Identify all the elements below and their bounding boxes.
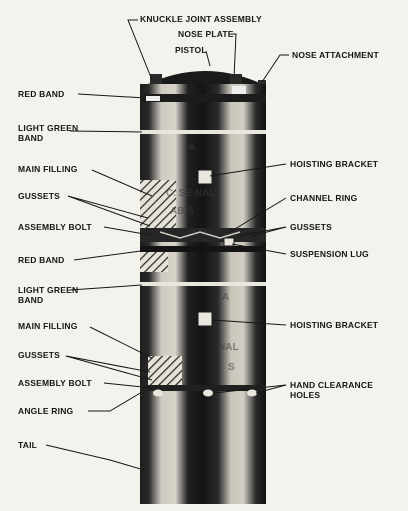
label-hand-clearance-holes-line2: HOLES (290, 390, 320, 400)
label-gussets-right: GUSSETS (290, 222, 332, 232)
stencil-lower-2: NAL (218, 342, 239, 353)
label-main-filling-1: MAIN FILLING (18, 164, 78, 174)
leader-gussets-2a (65, 355, 151, 373)
stencil-lower-3: S (228, 362, 235, 373)
hoisting-bracket-top (197, 169, 213, 185)
label-assembly-bolt-2: ASSEMBLY BOLT (18, 378, 92, 388)
leader-nose-attachment (261, 54, 289, 83)
red-band-top (140, 94, 266, 102)
leader-nose-plate (231, 33, 237, 79)
label-hoisting-bracket-1: HOISTING BRACKET (290, 159, 379, 169)
leader-suspension-lug (231, 243, 287, 255)
label-hoisting-bracket-2: HOISTING BRACKET (290, 320, 379, 330)
leader-red-band-1 (77, 93, 147, 99)
stencil-lower-1: A (222, 292, 229, 303)
label-knuckle-joint-assembly: KNUCKLE JOINT ASSEMBLY (140, 14, 262, 24)
label-nose-plate: NOSE PLATE (178, 29, 234, 39)
leader-hand-clearance-holes-a (213, 384, 287, 394)
red-band-marker (146, 96, 160, 101)
leader-gussets-right-a (237, 226, 287, 237)
hoisting-bracket-bottom (197, 311, 213, 327)
leader-knuckle-joint (127, 19, 153, 81)
nose-plate-marker (232, 86, 246, 94)
leader-main-filling-2 (89, 326, 153, 359)
leader-main-filling-1 (91, 169, 153, 197)
hand-clearance-hole-center (203, 389, 213, 397)
main-filling-cutaway-bottom (148, 356, 182, 385)
label-main-filling-2: MAIN FILLING (18, 321, 78, 331)
label-light-green-band-2-line2: BAND (18, 295, 43, 305)
label-angle-ring: ANGLE RING (18, 406, 74, 416)
leader-hoisting-bracket-2 (211, 319, 287, 326)
label-light-green-band-1-line2: BAND (18, 133, 43, 143)
label-tail: TAIL (18, 440, 37, 450)
leader-light-green-band-1 (69, 130, 143, 133)
suspension-lug (223, 237, 235, 247)
leader-assembly-bolt-2 (103, 382, 153, 389)
label-channel-ring: CHANNEL RING (290, 193, 358, 203)
label-nose-attachment: NOSE ATTACHMENT (292, 50, 379, 60)
label-pistol: PISTOL (175, 45, 207, 55)
channel-ring (140, 228, 266, 242)
leader-pistol (205, 50, 211, 67)
main-filling-cutaway-mid (140, 252, 168, 272)
leader-hoisting-bracket-1 (209, 163, 287, 177)
label-red-band-1: RED BAND (18, 89, 64, 99)
nose-plate-fitting (230, 74, 242, 86)
label-gussets-2: GUSSETS (18, 350, 60, 360)
leader-lines (45, 19, 289, 471)
hand-clearance-hole-left (153, 389, 163, 397)
label-assembly-bolt-1: ASSEMBLY BOLT (18, 222, 92, 232)
label-red-band-2: RED BAND (18, 255, 64, 265)
knuckle-joint (150, 74, 162, 86)
leader-angle-ring (88, 391, 143, 412)
angle-ring (140, 385, 266, 391)
leader-channel-ring (229, 197, 287, 233)
leader-gussets-1a (67, 195, 149, 219)
label-light-green-band-2-line1: LIGHT GREEN (18, 285, 78, 295)
label-gussets-1: GUSSETS (18, 191, 60, 201)
label-hand-clearance-holes-line1: HAND CLEARANCE (290, 380, 373, 390)
main-filling-cutaway-top (140, 180, 176, 228)
light-green-band-top (140, 130, 266, 134)
leader-gussets-2b (65, 355, 153, 381)
leader-gussets-right-b (251, 226, 287, 237)
hand-clearance-hole-right (247, 389, 257, 397)
stencil-upper-3: AB S (170, 206, 194, 217)
nose-dome (148, 71, 262, 84)
label-light-green-band-1-line1: LIGHT GREEN (18, 123, 78, 133)
label-suspension-lug: SUSPENSION LUG (290, 249, 369, 259)
stencil-upper-2: C. SE NAL (166, 188, 215, 199)
bomb-cylinder (140, 84, 266, 504)
leader-light-green-band-2 (69, 284, 143, 291)
leader-assembly-bolt-1 (103, 226, 151, 236)
bomb-body: A C. SE NAL AB S A NAL S (140, 71, 266, 504)
stencil-upper-1: A (188, 142, 195, 153)
red-band-middle (140, 246, 266, 252)
callout-labels: KNUCKLE JOINT ASSEMBLY NOSE PLATE PISTOL… (18, 14, 379, 450)
leader-red-band-2 (73, 249, 149, 261)
leader-hand-clearance-holes-b (255, 384, 287, 394)
leader-tail (45, 444, 145, 471)
light-green-band-middle (140, 282, 266, 286)
leader-gussets-1b (67, 195, 151, 227)
gusset-joint-detail (159, 231, 241, 239)
